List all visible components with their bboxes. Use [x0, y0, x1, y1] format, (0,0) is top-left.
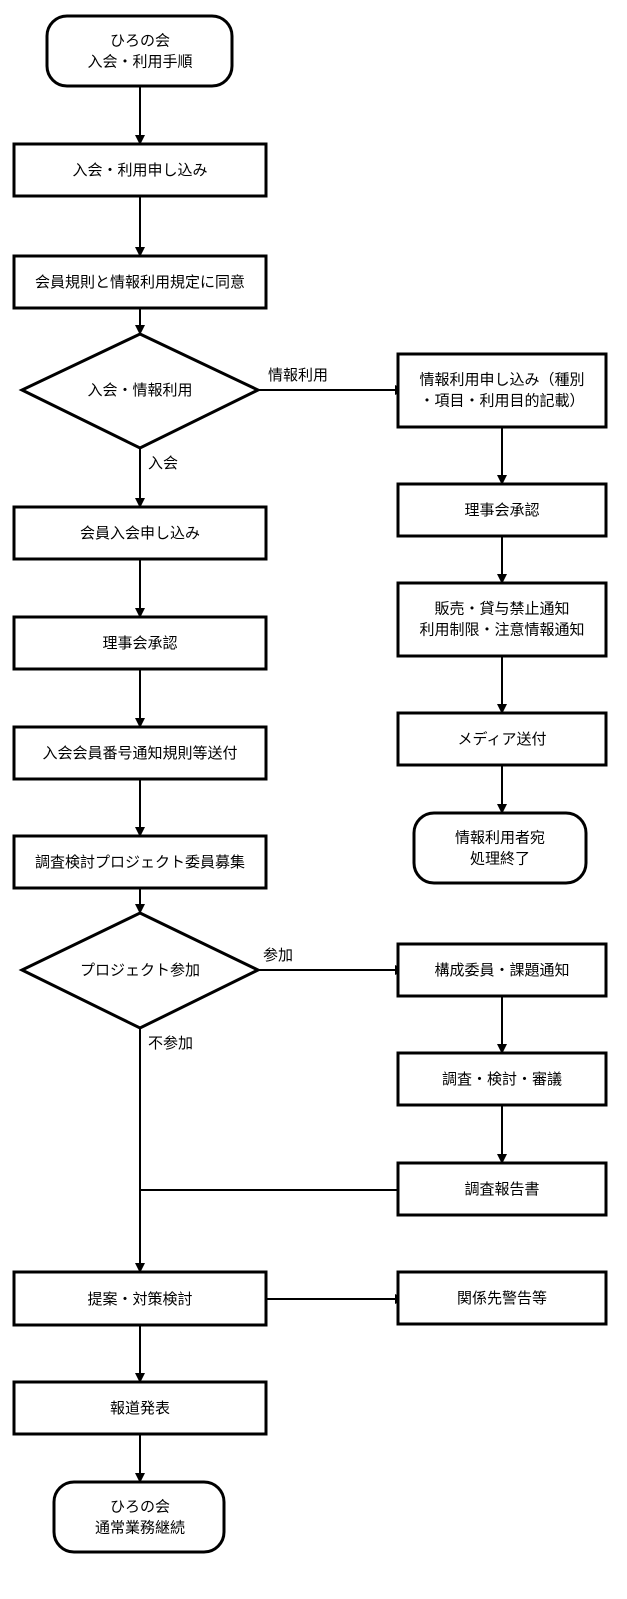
node-label-line: 販売・貸与禁止通知 — [434, 600, 569, 618]
node-label-line: 調査・検討・審議 — [442, 1070, 562, 1088]
node-label: ひろの会通常業務継続 — [95, 1498, 185, 1537]
connectors — [135, 86, 507, 1483]
node-info-apply: 情報利用申し込み（種別・項目・利用目的記載） — [396, 352, 608, 429]
node-label-line: ひろの会 — [110, 1498, 170, 1516]
node-info-end: 情報利用者宛処理終了 — [412, 811, 588, 885]
node-label: 調査・検討・審議 — [442, 1070, 562, 1088]
node-label-line: 理事会承認 — [102, 634, 177, 652]
node-label: プロジェクト参加 — [80, 961, 200, 979]
node-label-line: 調査検討プロジェクト委員募集 — [35, 853, 245, 871]
node-label: 理事会承認 — [464, 501, 539, 519]
node-label: 販売・貸与禁止通知利用制限・注意情報通知 — [419, 600, 584, 639]
node-label-line: 利用制限・注意情報通知 — [419, 621, 584, 639]
node-label-line: 関係先警告等 — [457, 1289, 547, 1307]
node-label-line: 提案・対策検討 — [87, 1290, 192, 1308]
node-branch2: プロジェクト参加 — [18, 911, 262, 1030]
node-label: 関係先警告等 — [457, 1289, 547, 1307]
node-committee: 構成委員・課題通知 — [396, 942, 608, 998]
node-label-line: プロジェクト参加 — [80, 961, 200, 979]
node-label: ひろの会入会・利用手順 — [87, 32, 192, 71]
edge-label-join: 入会 — [148, 454, 178, 472]
node-label-line: 入会会員番号通知規則等送付 — [42, 744, 237, 762]
node-label-line: 入会・情報利用 — [87, 381, 192, 399]
node-label: 調査報告書 — [464, 1180, 539, 1198]
node-start: ひろの会入会・利用手順 — [45, 14, 234, 88]
node-member-number: 入会会員番号通知規則等送付 — [12, 725, 268, 781]
node-label: 入会・利用申し込み — [72, 161, 207, 179]
node-label: 情報利用者宛処理終了 — [455, 829, 545, 868]
node-label: 報道発表 — [110, 1399, 170, 1417]
node-info-notice: 販売・貸与禁止通知利用制限・注意情報通知 — [396, 581, 608, 658]
node-label: 提案・対策検討 — [87, 1290, 192, 1308]
edge-label-participate: 参加 — [263, 946, 293, 964]
node-media: メディア送付 — [396, 711, 608, 767]
node-label: 調査検討プロジェクト委員募集 — [35, 853, 245, 871]
node-label-line: 調査報告書 — [464, 1180, 539, 1198]
node-branch1: 入会・情報利用 — [18, 332, 262, 450]
edge-label-info: 情報利用 — [268, 366, 328, 384]
edge-label-not-participate: 不参加 — [148, 1034, 193, 1052]
node-recruit: 調査検討プロジェクト委員募集 — [12, 834, 268, 890]
node-label-line: 入会・利用手順 — [87, 53, 192, 71]
node-report: 調査報告書 — [396, 1161, 608, 1217]
node-label: 会員入会申し込み — [80, 524, 200, 542]
node-agree: 会員規則と情報利用規定に同意 — [12, 254, 268, 310]
node-survey: 調査・検討・審議 — [396, 1051, 608, 1107]
node-member-apply: 会員入会申し込み — [12, 505, 268, 561]
node-label-line: 報道発表 — [110, 1399, 170, 1417]
node-apply: 入会・利用申し込み — [12, 142, 268, 198]
node-info-approve: 理事会承認 — [396, 482, 608, 538]
node-label: メディア送付 — [458, 730, 547, 748]
node-label-line: 情報利用者宛 — [455, 829, 545, 847]
node-label: 会員規則と情報利用規定に同意 — [35, 273, 245, 291]
node-warning: 関係先警告等 — [396, 1270, 608, 1326]
node-label: 理事会承認 — [102, 634, 177, 652]
node-label: 情報利用申し込み（種別・項目・利用目的記載） — [419, 371, 584, 410]
node-label-line: 理事会承認 — [464, 501, 539, 519]
node-label: 構成委員・課題通知 — [434, 961, 569, 979]
node-label-line: メディア送付 — [458, 730, 547, 748]
node-label-line: ・項目・利用目的記載） — [419, 392, 584, 410]
node-proposal: 提案・対策検討 — [12, 1270, 268, 1327]
node-label-line: 処理終了 — [470, 850, 530, 868]
node-end: ひろの会通常業務継続 — [52, 1480, 226, 1554]
node-label-line: ひろの会 — [110, 32, 170, 50]
node-press: 報道発表 — [12, 1380, 268, 1436]
node-member-approve: 理事会承認 — [12, 615, 268, 671]
node-label-line: 入会・利用申し込み — [72, 161, 207, 179]
node-label-line: 会員入会申し込み — [80, 524, 200, 542]
node-label-line: 情報利用申し込み（種別 — [419, 371, 584, 389]
node-label-line: 通常業務継続 — [95, 1519, 185, 1537]
node-label: 入会会員番号通知規則等送付 — [42, 744, 237, 762]
node-label-line: 会員規則と情報利用規定に同意 — [35, 273, 245, 291]
node-label-line: 構成委員・課題通知 — [434, 961, 569, 979]
node-label: 入会・情報利用 — [87, 381, 192, 399]
